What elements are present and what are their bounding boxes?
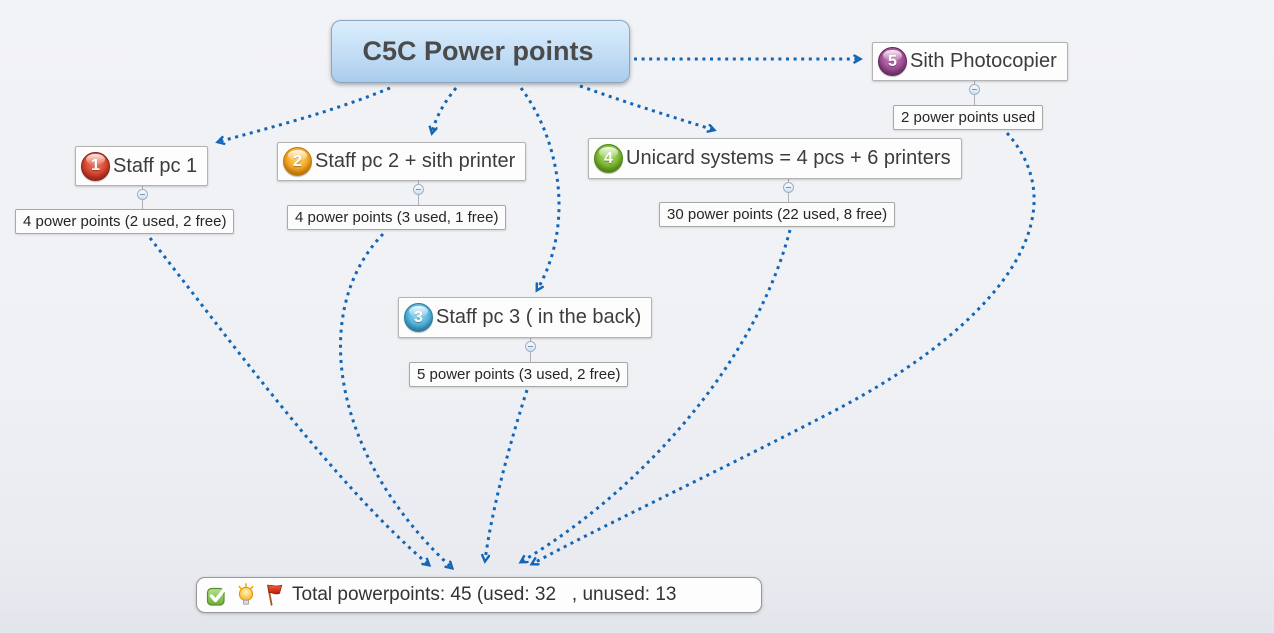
priority-4-icon: 4 xyxy=(594,144,623,173)
collapse-handle-icon[interactable] xyxy=(783,182,794,193)
collapse-handle-icon[interactable] xyxy=(413,184,424,195)
priority-1-icon: 1 xyxy=(81,151,110,181)
callout-sith-photocopier[interactable]: 2 power points used xyxy=(893,105,1044,130)
collapse-handle-icon[interactable] xyxy=(525,341,536,352)
edge-root-to-pc3 xyxy=(519,87,561,290)
check-icon xyxy=(206,585,228,606)
total-label: Total powerpoints: 45 (used: 32 , unused… xyxy=(292,584,677,605)
callout-label: 4 power points (3 used, 1 free) xyxy=(295,209,499,226)
topic-label: Unicard systems = 4 pcs + 6 printers xyxy=(626,147,951,169)
edge-unicard-callout-to-total xyxy=(521,229,792,562)
callout-staff-pc-1[interactable]: 4 power points (2 used, 2 free) xyxy=(15,209,235,234)
callout-label: 2 power points used xyxy=(901,109,1036,126)
callout-unicard-systems[interactable]: 30 power points (22 used, 8 free) xyxy=(659,202,896,227)
edge-root-to-pc2 xyxy=(432,87,458,133)
central-topic[interactable]: C5C Power points xyxy=(331,20,630,83)
topic-sith-photocopier[interactable]: 5 Sith Photocopier xyxy=(872,42,1068,81)
collapse-handle-icon[interactable] xyxy=(137,189,148,200)
collapse-handle-icon[interactable] xyxy=(969,84,980,95)
topic-label: Staff pc 3 ( in the back) xyxy=(436,306,642,328)
callout-staff-pc-3[interactable]: 5 power points (3 used, 2 free) xyxy=(409,362,629,387)
topic-label: Staff pc 2 + sith printer xyxy=(315,150,516,172)
callout-label: 5 power points (3 used, 2 free) xyxy=(417,366,621,383)
edge-root-to-unicard xyxy=(579,84,714,130)
edge-pc3-callout-to-total xyxy=(485,389,529,561)
topic-staff-pc-1[interactable]: 1 Staff pc 1 xyxy=(75,146,209,186)
topic-label: Staff pc 1 xyxy=(113,154,198,177)
topic-staff-pc-3[interactable]: 3 Staff pc 3 ( in the back) xyxy=(398,297,653,338)
topic-label: Sith Photocopier xyxy=(910,50,1057,72)
central-topic-label: C5C Power points xyxy=(362,36,594,66)
priority-3-icon: 3 xyxy=(404,303,433,332)
edge-sith-callout-to-total xyxy=(532,132,1036,564)
lightbulb-icon xyxy=(238,583,254,605)
priority-5-icon: 5 xyxy=(878,47,907,76)
edge-pc2-callout-to-total xyxy=(338,232,452,568)
callout-label: 30 power points (22 used, 8 free) xyxy=(667,206,888,223)
callout-staff-pc-2[interactable]: 4 power points (3 used, 1 free) xyxy=(287,205,507,230)
topic-total-powerpoints[interactable]: Total powerpoints: 45 (used: 32 , unused… xyxy=(196,577,762,613)
flag-icon xyxy=(267,584,283,606)
priority-2-icon: 2 xyxy=(283,147,312,176)
topic-unicard-systems[interactable]: 4 Unicard systems = 4 pcs + 6 printers xyxy=(588,138,962,179)
edge-root-to-pc1 xyxy=(218,86,391,142)
topic-staff-pc-2[interactable]: 2 Staff pc 2 + sith printer xyxy=(277,142,527,181)
edge-pc1-callout-to-total xyxy=(148,237,429,565)
callout-label: 4 power points (2 used, 2 free) xyxy=(23,213,227,230)
